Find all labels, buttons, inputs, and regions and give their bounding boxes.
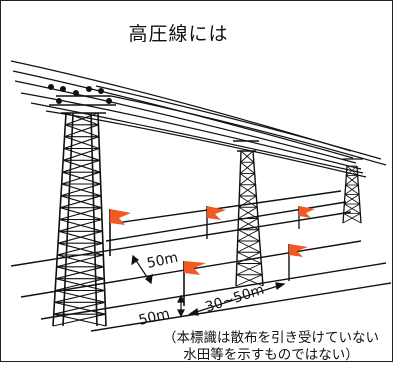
- power-wires: [10, 60, 387, 178]
- flag-1-cloth: [110, 209, 131, 225]
- insulators-front: [48, 84, 112, 104]
- note-line-2: 水田等を示すものではない）: [183, 347, 359, 363]
- flag-1: [109, 209, 131, 256]
- flag-4: [183, 261, 206, 306]
- title-text: 高圧線には: [128, 23, 229, 45]
- flag-3-cloth: [299, 206, 315, 218]
- flag-5-cloth: [289, 244, 308, 257]
- flag-2-cloth: [207, 206, 226, 220]
- tower-middle-lattice: [235, 150, 264, 287]
- flag-4-cloth: [184, 261, 206, 275]
- dimension-arrows: [131, 254, 286, 318]
- flag-3: [298, 206, 315, 229]
- distance-label-inner: 50m: [146, 250, 180, 272]
- note-line-1: （本標識は散布を引き受けていない: [163, 330, 379, 346]
- distance-label-edge: 50m: [137, 306, 171, 329]
- flag-5: [288, 244, 308, 281]
- tower-far-lattice: [342, 165, 362, 224]
- tower-front-lattice: [52, 112, 107, 327]
- flag-2: [206, 206, 226, 239]
